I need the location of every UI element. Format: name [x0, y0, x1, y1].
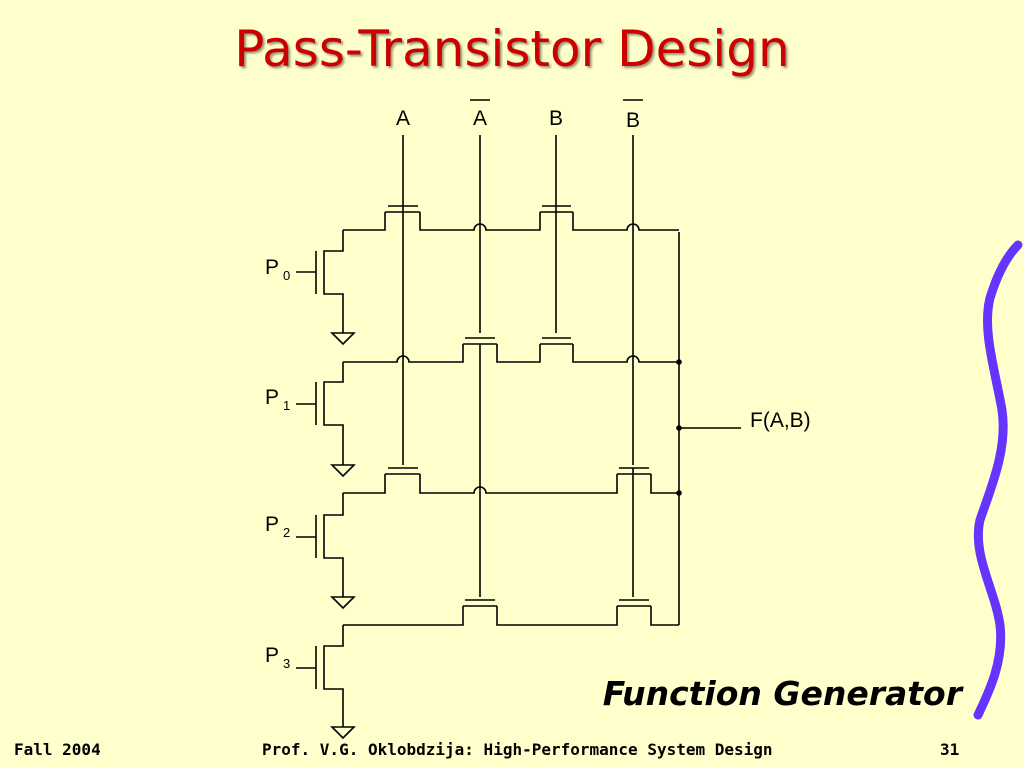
select-transistor-p1: [296, 362, 356, 478]
footer-page-number: 31: [940, 740, 960, 759]
wavy-border-decoration: [973, 240, 1023, 720]
select-transistor-p0: [296, 230, 356, 346]
footer-author: Prof. V.G. Oklobdzija: High-Performance …: [262, 740, 773, 759]
select-label-p0: P: [265, 256, 279, 279]
select-label-p1: P: [265, 386, 279, 409]
footer-date: Fall 2004: [14, 740, 101, 759]
input-label-a-bar: A: [473, 107, 487, 130]
select-sub-p2: 2: [283, 525, 290, 540]
row3-wire: [343, 606, 679, 626]
select-transistor-p3: [296, 625, 356, 740]
select-sub-p1: 1: [283, 398, 290, 413]
row2-wire: [343, 474, 679, 494]
select-sub-p0: 0: [283, 268, 290, 283]
input-label-b: B: [549, 107, 563, 130]
output-label: F(A,B): [750, 409, 811, 432]
select-label-p2: P: [265, 513, 279, 536]
junction-dot: [676, 490, 682, 496]
junction-dot: [676, 425, 682, 431]
caption: Function Generator: [602, 674, 962, 713]
junction-dot: [676, 359, 682, 365]
select-sub-p3: 3: [283, 656, 290, 671]
input-label-a: A: [396, 107, 410, 130]
select-label-p3: P: [265, 644, 279, 667]
row0-wire: [343, 212, 679, 231]
select-transistor-p2: [296, 493, 356, 610]
input-label-b-bar: B: [626, 109, 640, 132]
row1-wire: [343, 344, 679, 363]
slide-title: Pass-Transistor Design: [234, 20, 790, 78]
